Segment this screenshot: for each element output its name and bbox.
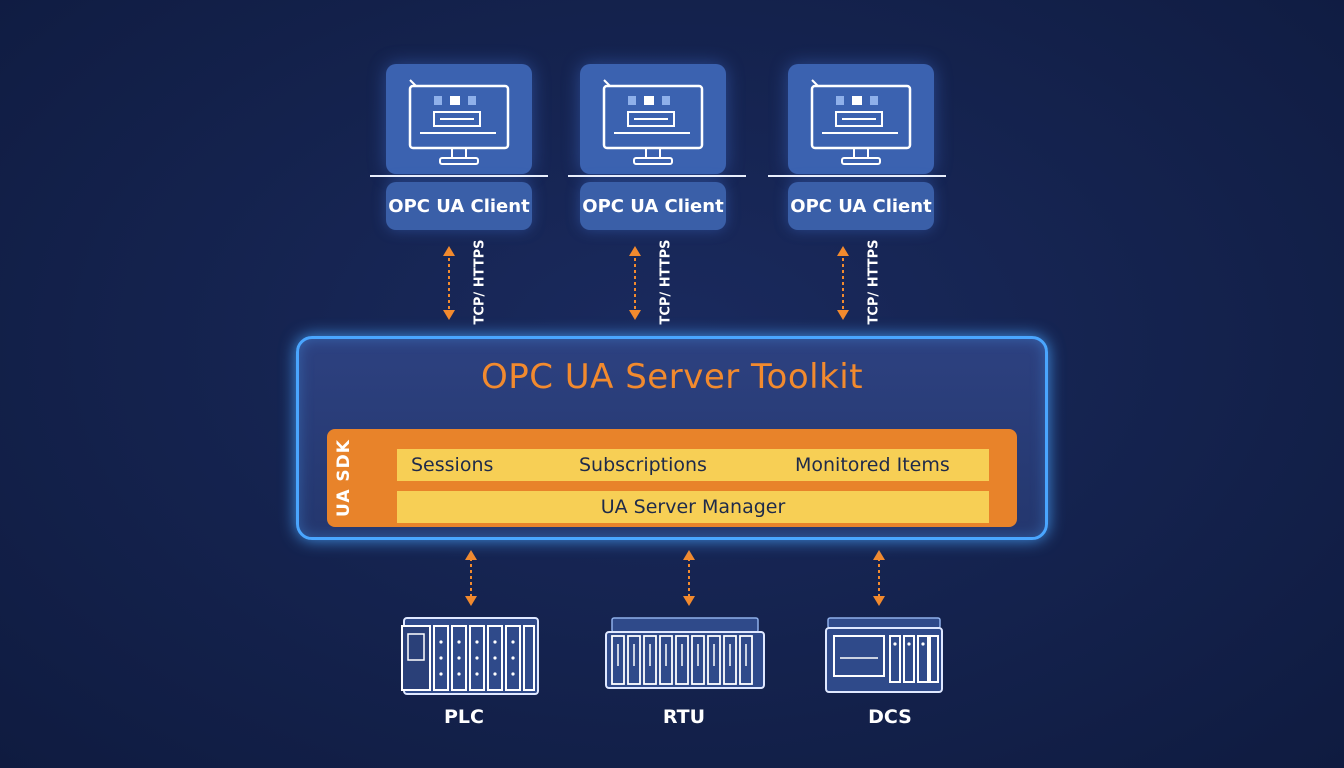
- client-divider-3: [768, 175, 946, 177]
- sdk-row-manager[interactable]: UA Server Manager: [397, 491, 989, 523]
- client-tile: [788, 64, 934, 174]
- toolkit-title: OPC UA Server Toolkit: [480, 357, 864, 397]
- client-divider-2: [568, 175, 746, 177]
- opc-ua-client-3[interactable]: OPC UA Client: [788, 64, 934, 232]
- sdk-row-services: Sessions Subscriptions Monitored Items: [397, 449, 989, 481]
- plc-icon[interactable]: [398, 612, 544, 698]
- dcs-icon[interactable]: [822, 614, 946, 698]
- ua-sdk-block[interactable]: UA SDK Sessions Subscriptions Monitored …: [327, 429, 1017, 527]
- monitor-icon: [408, 79, 510, 165]
- sdk-label: UA SDK: [334, 439, 355, 517]
- client-label: OPC UA Client: [580, 182, 726, 230]
- client-tile: [580, 64, 726, 174]
- monitored-items-cell[interactable]: Monitored Items: [795, 454, 950, 476]
- link-label-3: TCP/ HTTPS: [866, 239, 882, 325]
- server-manager-cell: UA Server Manager: [600, 496, 786, 518]
- client-tile: [386, 64, 532, 174]
- client-label: OPC UA Client: [788, 182, 934, 230]
- opc-ua-client-1[interactable]: OPC UA Client: [386, 64, 532, 232]
- link-label-2: TCP/ HTTPS: [658, 239, 674, 325]
- device-label-rtu: RTU: [662, 706, 706, 728]
- monitor-icon: [602, 79, 704, 165]
- device-label-plc: PLC: [444, 706, 484, 728]
- rtu-icon[interactable]: [602, 614, 766, 694]
- client-divider-1: [370, 175, 548, 177]
- device-label-dcs: DCS: [868, 706, 912, 728]
- sessions-cell[interactable]: Sessions: [411, 454, 494, 476]
- subscriptions-cell[interactable]: Subscriptions: [579, 454, 707, 476]
- opc-ua-client-2[interactable]: OPC UA Client: [580, 64, 726, 232]
- client-label: OPC UA Client: [386, 182, 532, 230]
- link-label-1: TCP/ HTTPS: [472, 239, 488, 325]
- monitor-icon: [810, 79, 912, 165]
- opc-ua-server-toolkit[interactable]: OPC UA Server Toolkit UA SDK Sessions Su…: [296, 336, 1048, 540]
